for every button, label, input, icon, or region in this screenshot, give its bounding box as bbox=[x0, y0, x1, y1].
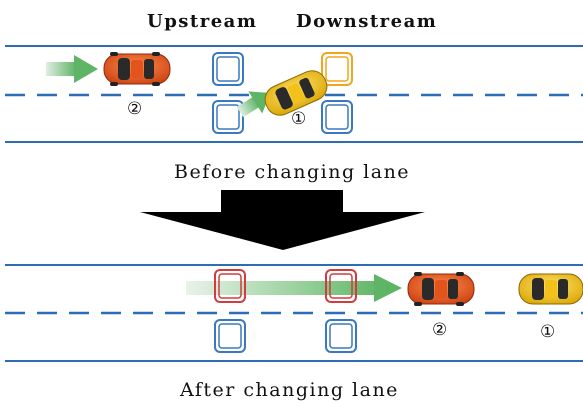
orange-car-icon bbox=[103, 52, 171, 86]
detector-downstream-bottom-after bbox=[325, 319, 357, 353]
yellow-car-label-after: ① bbox=[540, 322, 555, 342]
yellow-car-icon bbox=[518, 273, 583, 305]
yellow-car-label-before: ① bbox=[291, 109, 306, 129]
arrow-long-green-icon bbox=[186, 274, 402, 302]
yellow-car-icon bbox=[264, 70, 328, 116]
detector-downstream-top-red bbox=[325, 269, 357, 303]
orange-car-icon bbox=[407, 272, 475, 306]
arrow-green-icon bbox=[46, 55, 98, 83]
orange-car-label-before: ② bbox=[127, 99, 142, 119]
detector-upstream-top bbox=[212, 52, 244, 86]
detector-upstream-bottom-after bbox=[214, 319, 246, 353]
detector-downstream-bottom bbox=[321, 100, 353, 134]
orange-car-label-after: ② bbox=[432, 320, 447, 340]
road-after bbox=[5, 264, 583, 362]
detector-upstream-top-red bbox=[214, 269, 246, 303]
caption-before: Before changing lane bbox=[174, 161, 410, 183]
big-down-arrow-icon bbox=[140, 190, 425, 250]
downstream-label: Downstream bbox=[296, 11, 437, 32]
upstream-label: Upstream bbox=[147, 11, 257, 32]
caption-after: After changing lane bbox=[179, 379, 399, 401]
detector-upstream-bottom bbox=[212, 100, 244, 134]
detector-downstream-top bbox=[321, 52, 353, 86]
